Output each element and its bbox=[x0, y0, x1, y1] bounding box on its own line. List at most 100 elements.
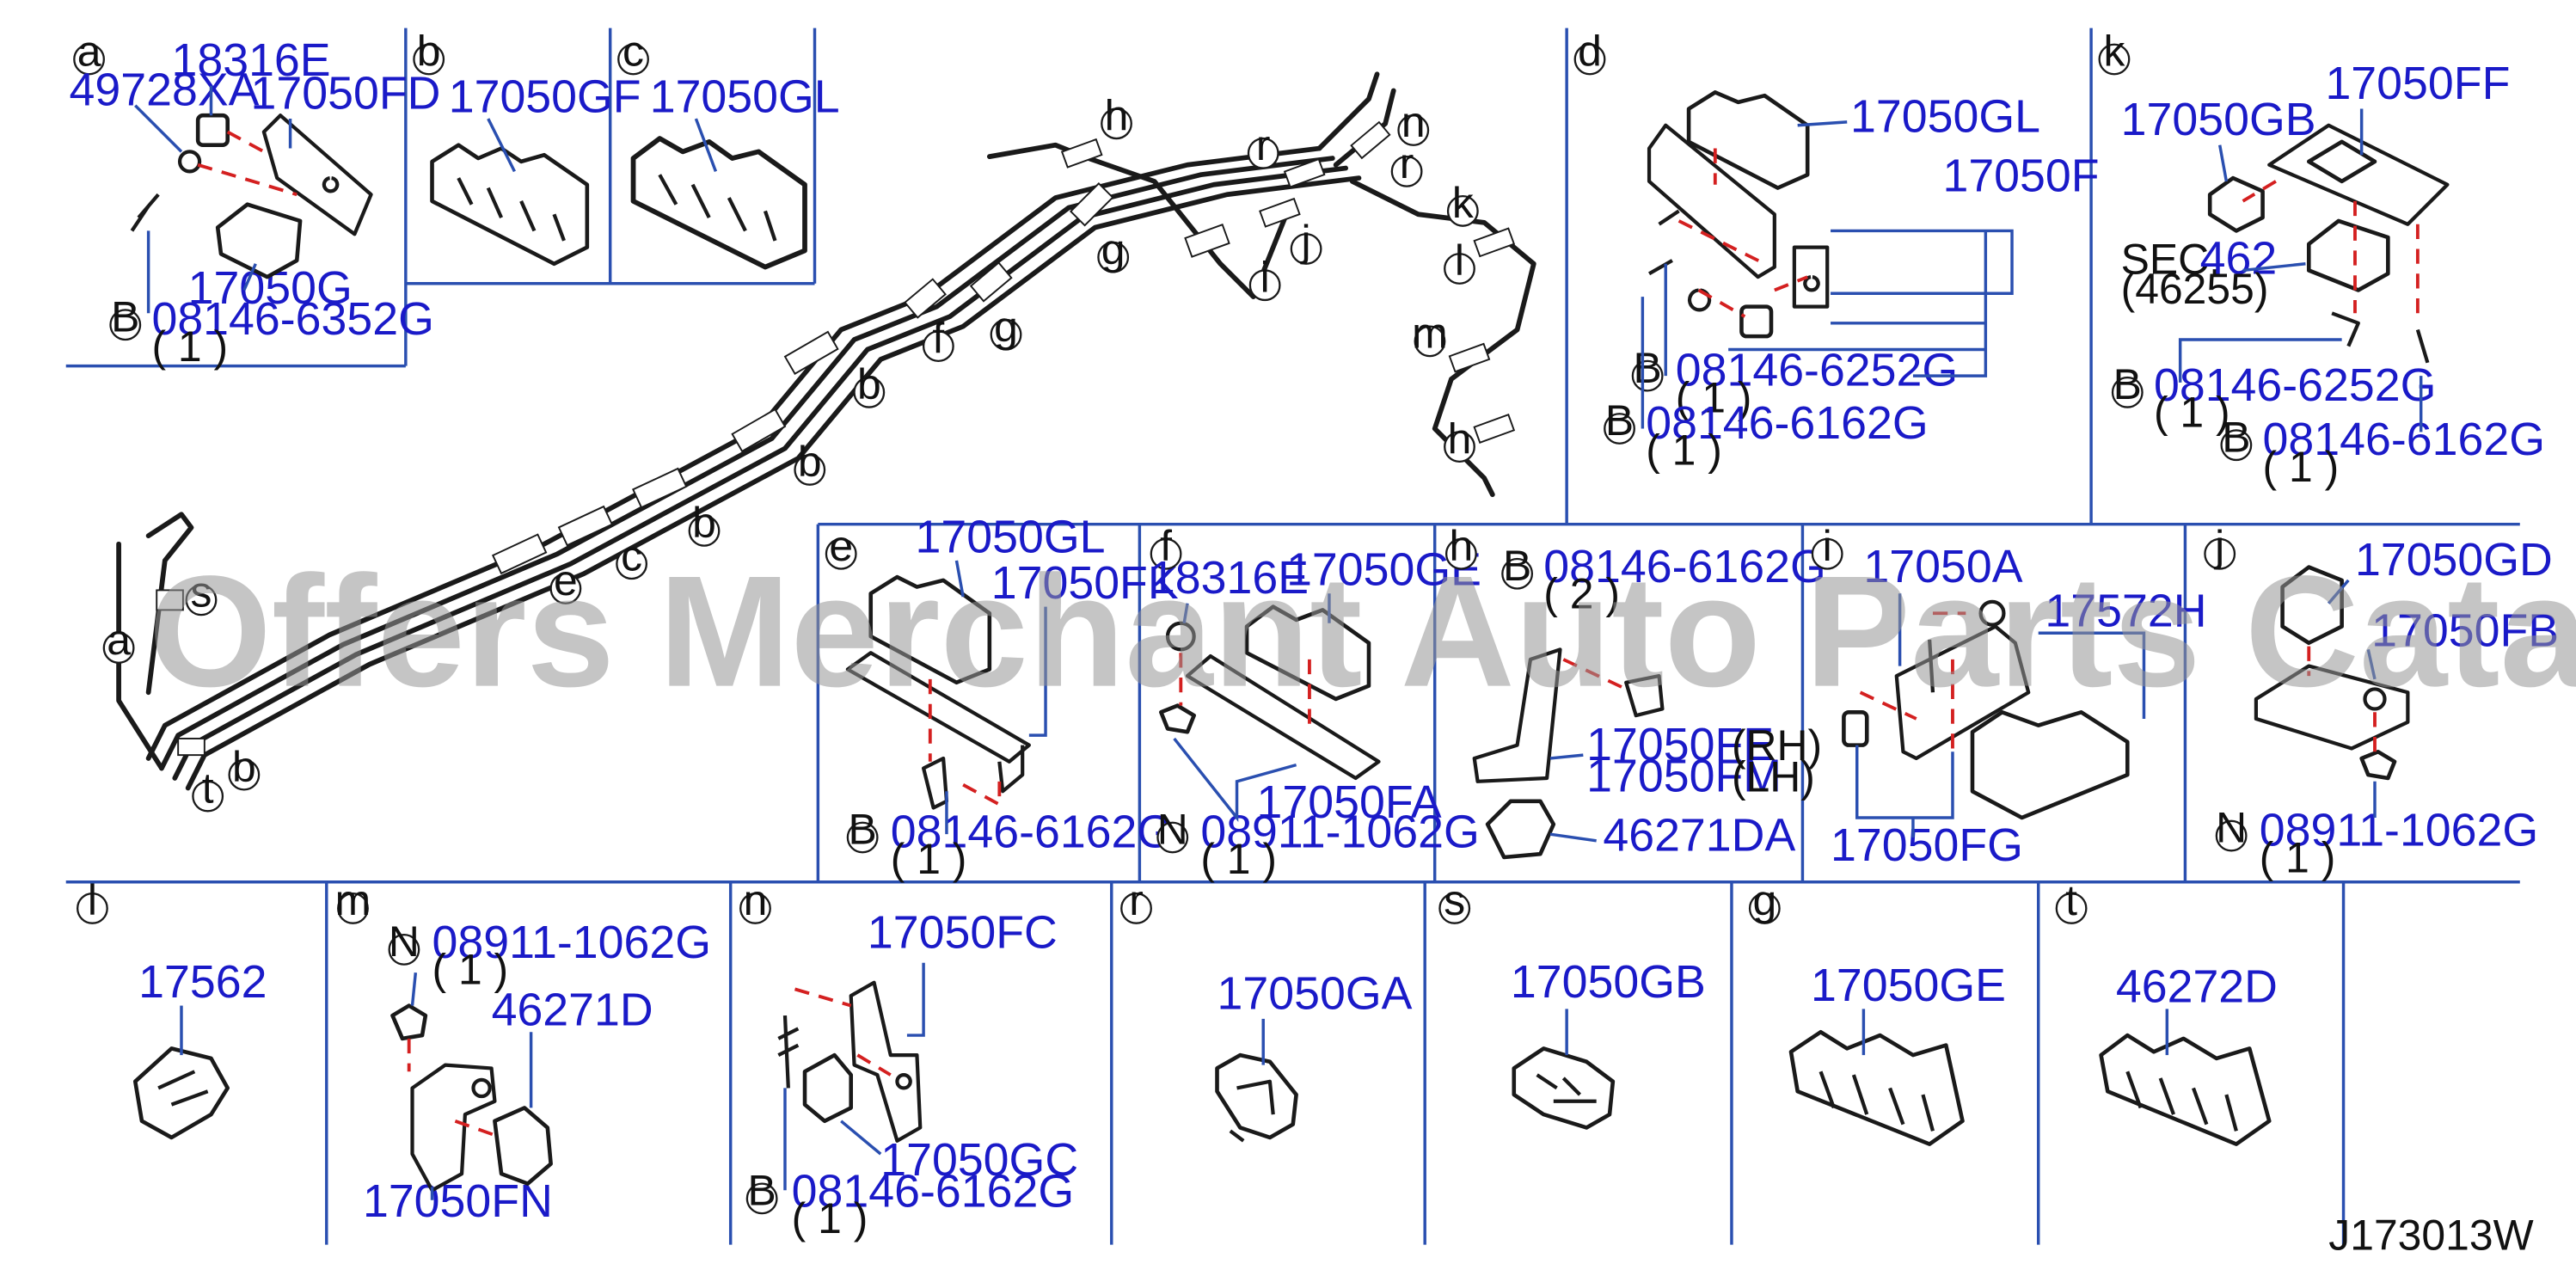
part-08146-6162G[interactable]: 08146-6162G bbox=[891, 807, 1173, 858]
part-17050GE[interactable]: 17050GE bbox=[1811, 960, 2006, 1011]
svg-text:h: h bbox=[1448, 414, 1472, 463]
part-17050FB[interactable]: 17050FB bbox=[2371, 605, 2559, 657]
svg-text:s: s bbox=[1444, 876, 1465, 924]
svg-text:b: b bbox=[692, 499, 716, 547]
panel-j: j 17050GD 17050FB N 08911-1062G ( 1 ) bbox=[2204, 522, 2559, 881]
part-08146-6162G[interactable]: 08146-6162G bbox=[2263, 414, 2545, 465]
callout-e: e bbox=[549, 556, 582, 604]
svg-text:e: e bbox=[829, 522, 853, 570]
part-17050GL[interactable]: 17050GL bbox=[650, 71, 840, 122]
panel-g: g 17050GE bbox=[1748, 876, 2006, 1146]
svg-text:j: j bbox=[2213, 522, 2224, 570]
part-46271D[interactable]: 46271D bbox=[492, 985, 653, 1036]
part-18316E[interactable]: 18316E bbox=[171, 34, 330, 86]
part-17050GA[interactable]: 17050GA bbox=[1217, 967, 1413, 1019]
part-08911-1062G[interactable]: 08911-1062G bbox=[432, 917, 711, 968]
part-17050FK[interactable]: 17050FK bbox=[991, 557, 1179, 609]
part-17050GF[interactable]: 17050GF bbox=[449, 71, 641, 122]
part-08146-6162G[interactable]: 08146-6162G bbox=[792, 1165, 1074, 1217]
panel-n: n 17050FC 17050GC B 08146-6162G ( 1 ) bbox=[739, 876, 1078, 1242]
part-08911-1062G[interactable]: 08911-1062G bbox=[1200, 807, 1479, 858]
route-callouts: h g f g b b b c e s a b t r n r j i k l … bbox=[102, 91, 1479, 813]
panel-e: e 17050GL 17050FK B 08146-6162G ( 1 ) bbox=[825, 511, 1179, 883]
svg-text:m: m bbox=[1412, 310, 1448, 358]
svg-text:d: d bbox=[1578, 28, 1602, 76]
part-17050A[interactable]: 17050A bbox=[1863, 541, 2022, 592]
part-08146-6162G[interactable]: 08146-6162G bbox=[1646, 397, 1928, 449]
part-17050GB[interactable]: 17050GB bbox=[1511, 956, 1706, 1008]
panel-borders bbox=[65, 28, 2520, 1245]
part-17050GL[interactable]: 17050GL bbox=[1850, 90, 2040, 142]
svg-text:B: B bbox=[2113, 360, 2142, 408]
svg-text:B: B bbox=[111, 292, 139, 340]
svg-text:( 1 ): ( 1 ) bbox=[891, 835, 967, 883]
callout-h-top: h bbox=[1101, 91, 1132, 139]
part-08911-1062G[interactable]: 08911-1062G bbox=[2260, 805, 2538, 856]
panel-letter: a bbox=[77, 28, 101, 76]
callout-c: c bbox=[616, 531, 648, 580]
diagram-id: J173013W bbox=[2328, 1211, 2533, 1259]
part-17050FF[interactable]: 17050FF bbox=[2325, 58, 2510, 109]
route-clamps bbox=[156, 120, 1516, 757]
part-17050FA[interactable]: 17050FA bbox=[1257, 776, 1442, 828]
svg-text:f: f bbox=[932, 314, 944, 362]
part-08146-6252G[interactable]: 08146-6252G bbox=[1676, 345, 1958, 396]
part-17050GL[interactable]: 17050GL bbox=[916, 511, 1106, 562]
svg-text:b: b bbox=[417, 28, 441, 76]
svg-text:h: h bbox=[1450, 522, 1474, 570]
part-18316E[interactable]: 18316E bbox=[1150, 552, 1309, 604]
svg-text:B: B bbox=[1634, 344, 1662, 392]
part-08146-6162G[interactable]: 08146-6162G bbox=[1543, 541, 1825, 592]
part-46272D[interactable]: 46272D bbox=[2116, 961, 2278, 1013]
callout-r2: r bbox=[1390, 139, 1423, 187]
panel-m: m N 08911-1062G ( 1 ) 46271D 17050FN bbox=[335, 876, 711, 1227]
panel-k: k 17050FF 17050GB SEC. 462 (46255) B 081… bbox=[2098, 28, 2545, 491]
rh-label: (RH) bbox=[1732, 721, 1822, 770]
part-08146-6252G[interactable]: 08146-6252G bbox=[2154, 359, 2436, 411]
part-08146-6352G[interactable]: 08146-6352G bbox=[151, 293, 433, 345]
callout-b1: b bbox=[853, 360, 886, 408]
part-462[interactable]: 462 bbox=[2200, 232, 2278, 284]
part-17050FE[interactable]: 17050FE bbox=[1586, 719, 1774, 770]
part-17050GB[interactable]: 17050GB bbox=[2121, 94, 2316, 145]
svg-text:e: e bbox=[554, 556, 578, 604]
panel-d: d 17050GL 17050F B 08146-6252G ( 1 ) B 0… bbox=[1573, 28, 2100, 475]
callout-s: s bbox=[185, 568, 218, 617]
part-17050FD[interactable]: 17050FD bbox=[251, 68, 441, 120]
callout-a: a bbox=[102, 616, 135, 664]
svg-text:b: b bbox=[232, 743, 256, 791]
part-17050FC[interactable]: 17050FC bbox=[868, 906, 1058, 958]
svg-text:r: r bbox=[1129, 876, 1144, 924]
svg-text:j: j bbox=[1300, 217, 1311, 265]
part-49728XA[interactable]: 49728XA bbox=[70, 64, 260, 116]
panel-l: l 17562 bbox=[76, 876, 267, 1140]
callout-f: f bbox=[922, 314, 954, 362]
callout-h-right: h bbox=[1444, 414, 1475, 463]
part-17050FN[interactable]: 17050FN bbox=[363, 1175, 553, 1227]
part-17572H[interactable]: 17572H bbox=[2045, 586, 2206, 637]
panel-f: f 18316E 17050GE 17050FA N 08911-1062G (… bbox=[1150, 522, 1481, 883]
callout-j: j bbox=[1290, 217, 1322, 265]
part-46271DA[interactable]: 46271DA bbox=[1603, 809, 1795, 861]
svg-text:N: N bbox=[2216, 804, 2247, 852]
svg-text:( 2 ): ( 2 ) bbox=[1543, 569, 1620, 617]
svg-text:( 1 ): ( 1 ) bbox=[1676, 373, 1752, 421]
svg-text:( 1 ): ( 1 ) bbox=[1646, 426, 1722, 475]
part-17050GD[interactable]: 17050GD bbox=[2355, 534, 2553, 586]
svg-text:k: k bbox=[1452, 179, 1474, 227]
part-17050F[interactable]: 17050F bbox=[1942, 150, 2099, 201]
callout-b4: b bbox=[228, 743, 261, 791]
brake-tube-routing bbox=[116, 71, 1536, 791]
svg-text:k: k bbox=[2103, 28, 2125, 76]
callout-b2: b bbox=[794, 438, 826, 486]
svg-text:c: c bbox=[621, 531, 642, 580]
part-17050FM[interactable]: 17050FM bbox=[1586, 750, 1782, 801]
callout-n: n bbox=[1397, 98, 1430, 146]
callout-g-top: g bbox=[1097, 225, 1130, 273]
svg-text:B: B bbox=[1503, 542, 1531, 590]
callout-b3: b bbox=[688, 499, 721, 547]
part-17562[interactable]: 17562 bbox=[138, 956, 267, 1008]
part-17050FG[interactable]: 17050FG bbox=[1831, 819, 2023, 871]
part-17050GC[interactable]: 17050GC bbox=[880, 1134, 1078, 1186]
